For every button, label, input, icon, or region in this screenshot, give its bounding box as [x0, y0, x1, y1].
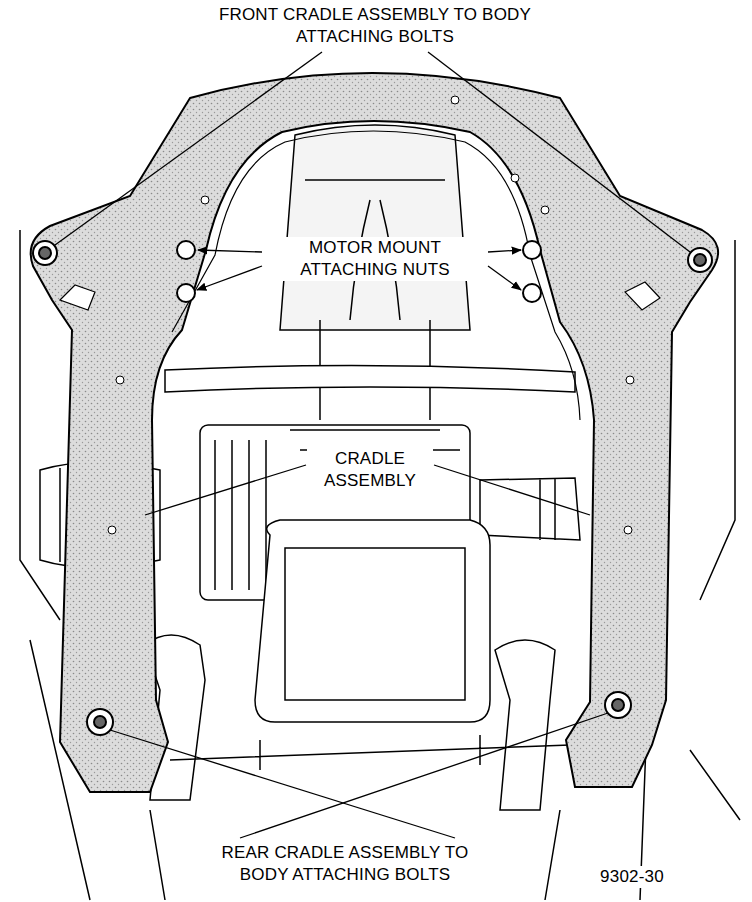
right-exhaust-pipe: [495, 640, 555, 810]
frame-hole: [541, 206, 549, 214]
leader-line: [434, 465, 590, 515]
mount-nut: [523, 284, 541, 302]
bolt-washer: [87, 709, 113, 735]
leader-line: [145, 465, 306, 515]
part-label: MOTOR MOUNT ATTACHING NUTS: [263, 237, 487, 281]
leader-line: [428, 52, 690, 252]
frame-hole: [116, 376, 124, 384]
leader-arrow: [488, 266, 521, 290]
upper-plate: [280, 125, 470, 330]
mount-bracket: [625, 282, 660, 310]
leader-arrow: [488, 250, 521, 252]
frame-hole: [201, 196, 209, 204]
leader-arrow: [198, 250, 262, 252]
mount-nut: [177, 284, 195, 302]
figure-number: 9302-30: [587, 866, 677, 888]
part-label: CRADLE ASSEMBLY: [307, 448, 433, 492]
frame-hole: [108, 526, 116, 534]
bolt-head: [612, 699, 624, 711]
frame-hole: [451, 96, 459, 104]
bolt-head: [694, 254, 706, 266]
frame-hole: [626, 376, 634, 384]
part-label: FRONT CRADLE ASSEMBLY TO BODY ATTACHING …: [210, 4, 540, 48]
right-axle-boot: [480, 478, 580, 540]
bolt-washer: [688, 248, 712, 272]
cradle-frame: [31, 73, 718, 792]
leader-line: [55, 52, 322, 245]
attaching-bolts: [33, 241, 712, 735]
mount-brackets: [60, 282, 660, 310]
frame-holes: [108, 96, 634, 534]
frame-hole: [624, 526, 632, 534]
leader-lines: [55, 52, 690, 838]
leader-line: [110, 730, 455, 838]
mount-nut: [523, 241, 541, 259]
leader-line: [240, 713, 608, 838]
part-label: REAR CRADLE ASSEMBLY TO BODY ATTACHING B…: [195, 842, 495, 886]
crossmember-tube: [165, 365, 575, 392]
frame-hole: [511, 174, 519, 182]
bolt-washer: [605, 692, 631, 718]
bolt-washer: [33, 241, 57, 265]
frame-inner-edge: [172, 131, 580, 420]
bolt-head: [39, 247, 51, 259]
oil-pan: [255, 520, 490, 722]
mount-nut: [177, 241, 195, 259]
mount-bracket: [60, 285, 95, 310]
bolt-head: [94, 716, 106, 728]
rear-bar: [170, 735, 570, 770]
leader-arrow: [197, 266, 262, 290]
